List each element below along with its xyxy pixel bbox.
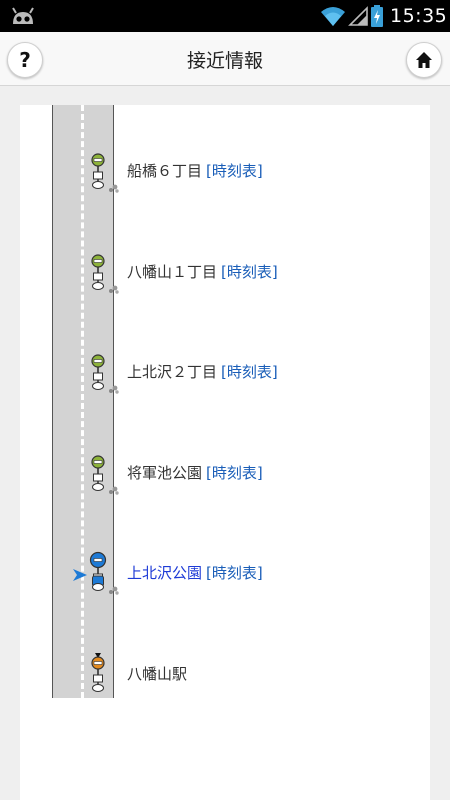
stop-row: 上北沢２丁目[時刻表] [0,349,450,399]
stop-name: 将軍池公園 [127,464,203,482]
home-button[interactable] [406,42,442,78]
bus-stop-icon [91,354,119,394]
stop-name: 船橋６丁目 [127,162,203,180]
timetable-link[interactable]: [時刻表] [206,564,263,582]
stop-row: 八幡山１丁目[時刻表] [0,249,450,299]
stop-label: 将軍池公園[時刻表] [127,462,263,483]
stop-name: 八幡山１丁目 [127,263,218,281]
timetable-link[interactable]: [時刻表] [206,162,263,180]
help-button[interactable]: ? [7,42,43,78]
bus-stop-icon [91,254,119,294]
bus-stop-icon [89,551,119,595]
page-title: 接近情報 [186,50,263,72]
stop-label: 船橋６丁目[時刻表] [127,160,263,181]
timetable-link[interactable]: [時刻表] [206,464,263,482]
lane-divider [81,105,84,698]
bus-stop-icon [91,455,119,495]
android-robot-icon [12,7,34,24]
wifi-icon [321,7,345,26]
stop-label: 上北沢２丁目[時刻表] [127,361,278,382]
battery-charging-icon [371,5,383,27]
stop-label: 八幡山駅 [127,663,187,684]
stop-name: 八幡山駅 [127,665,188,683]
stop-row: 船橋６丁目[時刻表] [0,148,450,198]
stop-name: 上北沢２丁目 [127,363,218,381]
timetable-link[interactable]: [時刻表] [221,363,278,381]
app-header: ? 接近情報 [0,32,450,86]
timetable-link[interactable]: [時刻表] [221,263,278,281]
bus-route-road [52,105,114,698]
question-mark-icon: ? [19,48,31,72]
stop-name: 上北沢公園 [127,564,203,582]
stop-label: 八幡山１丁目[時刻表] [127,261,278,282]
home-icon [416,52,432,68]
stop-row: 八幡山駅 [0,651,450,701]
status-bar: 15:35 [0,0,450,32]
stop-row: 将軍池公園[時刻表] [0,450,450,500]
stop-label: 上北沢公園[時刻表] [127,562,263,583]
status-time: 15:35 [390,5,448,27]
bus-stop-icon [91,153,119,193]
bus-position-arrow-icon [73,569,87,581]
stop-row: 上北沢公園[時刻表] [0,550,450,600]
signal-icon [348,6,368,26]
bus-stop-icon [91,653,105,692]
